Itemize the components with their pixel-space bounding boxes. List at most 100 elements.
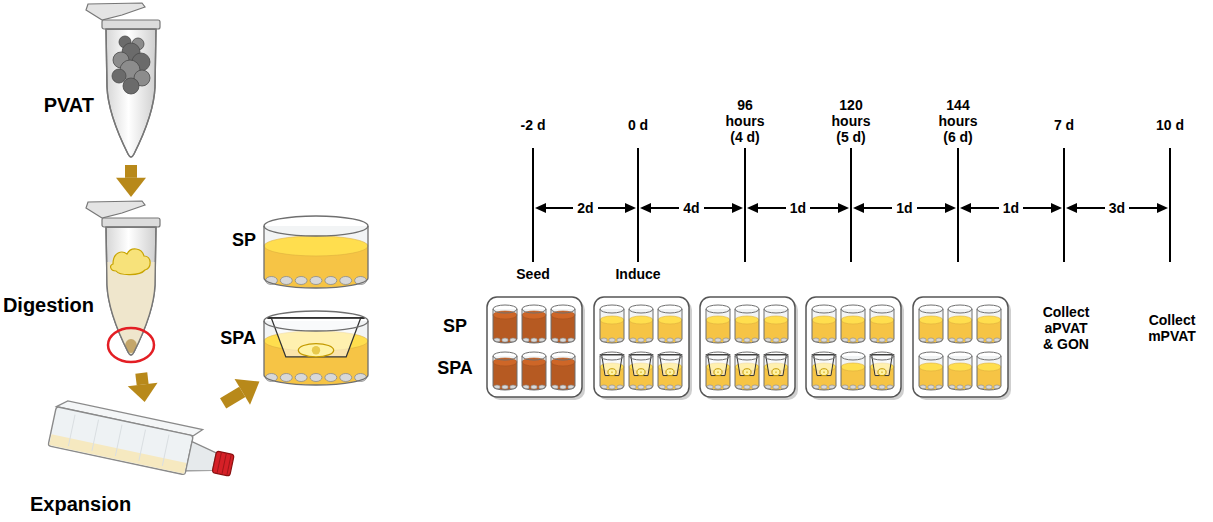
drawing-part xyxy=(600,352,624,360)
culture-well xyxy=(764,305,788,343)
fat-layer xyxy=(111,249,151,275)
arrow-head xyxy=(128,383,158,402)
drawing-part xyxy=(340,277,352,285)
drawing-part xyxy=(310,277,322,285)
culture-flask xyxy=(48,399,238,484)
drawing-part xyxy=(879,338,885,342)
drawing-part xyxy=(295,277,307,285)
time-tick xyxy=(532,148,534,262)
drawing-part xyxy=(986,385,992,389)
drawing-part xyxy=(735,367,759,390)
tube-outline xyxy=(106,29,156,157)
drawing-part xyxy=(706,316,730,324)
drawing-part xyxy=(551,356,575,390)
interval-label: 4d xyxy=(679,200,703,216)
drawing-part xyxy=(870,356,894,390)
drawing-part xyxy=(522,305,546,313)
drawing-part xyxy=(666,369,674,376)
drawing-part xyxy=(280,374,292,382)
drawing-part xyxy=(600,309,624,343)
culture-well xyxy=(948,305,972,343)
plate-frame xyxy=(700,297,795,397)
drawing-part xyxy=(264,236,368,256)
tube-rim xyxy=(102,218,160,227)
drawing-part xyxy=(658,352,682,360)
culture-well xyxy=(522,305,546,343)
microtube xyxy=(86,201,162,362)
drawing-part xyxy=(948,309,972,343)
drawing-part xyxy=(638,338,644,342)
drawing-part xyxy=(870,305,894,313)
drawing-part xyxy=(600,309,624,343)
drawing-part xyxy=(812,316,836,324)
drawing-part xyxy=(821,338,827,342)
drawing-part xyxy=(325,277,337,285)
tube-outline xyxy=(106,227,156,355)
process-arrow xyxy=(223,379,259,405)
culture-well xyxy=(658,352,683,390)
drawing-part xyxy=(629,309,653,343)
time-tick xyxy=(1169,148,1171,262)
microtube xyxy=(86,3,160,157)
drawing-part xyxy=(814,355,835,376)
drawing-part xyxy=(957,338,963,342)
drawing-part xyxy=(706,309,730,343)
drawing-part xyxy=(850,385,856,389)
annotation-label: Induce xyxy=(615,266,660,282)
drawing-part xyxy=(629,316,653,324)
node-drawing xyxy=(262,305,370,390)
process-arrow xyxy=(116,165,146,197)
arrow-head xyxy=(853,203,864,213)
drawing-part xyxy=(560,385,566,389)
drawing-part xyxy=(629,309,653,343)
time-label: 7 d xyxy=(1054,117,1074,133)
drawing-part xyxy=(493,356,517,390)
drawing-part xyxy=(820,369,828,376)
drawing-part xyxy=(870,352,894,360)
tube-lid xyxy=(86,201,145,218)
drawing-part xyxy=(841,363,865,371)
drawing-part xyxy=(600,305,624,313)
drawing-part xyxy=(715,385,721,389)
culture-dish xyxy=(264,216,368,288)
drawing-part xyxy=(295,374,307,382)
drawing-part xyxy=(948,309,972,343)
drawing-part xyxy=(743,369,751,376)
annotation-label: SP xyxy=(443,316,467,337)
tissue-piece xyxy=(112,69,126,83)
flask-cap xyxy=(212,451,234,476)
node-drawing xyxy=(100,200,162,370)
culture-dish xyxy=(264,311,368,385)
drawing-part xyxy=(493,309,517,343)
drawing-part xyxy=(629,305,653,313)
drawing-part xyxy=(977,356,1001,390)
time-label: 144 hours (6 d) xyxy=(933,97,983,145)
drawing-part xyxy=(522,309,546,343)
drawing-part xyxy=(522,309,546,343)
drawing-part xyxy=(872,355,893,376)
drawing-part xyxy=(821,385,827,389)
plate-frame xyxy=(913,297,1008,397)
well-plate xyxy=(913,297,1011,400)
culture-well xyxy=(629,352,654,390)
culture-well xyxy=(522,352,546,390)
well-plate xyxy=(594,297,692,400)
time-label: -2 d xyxy=(521,117,546,133)
drawing-part xyxy=(746,371,748,373)
highlight-circle xyxy=(108,328,154,362)
drawing-part xyxy=(773,338,779,342)
drawing-part xyxy=(706,309,730,343)
drawing-part xyxy=(493,356,517,390)
culture-well xyxy=(948,352,972,390)
cap-ridge xyxy=(217,453,221,473)
drawing-part xyxy=(841,356,865,390)
node-drawing xyxy=(40,405,260,490)
drawing-part xyxy=(766,355,787,376)
drawing-part xyxy=(764,309,788,343)
drawing-part xyxy=(714,369,722,376)
drawing-part xyxy=(841,316,865,324)
drawing-part xyxy=(764,309,788,343)
drawing-part xyxy=(948,363,972,371)
interval-label: 3d xyxy=(1105,200,1129,216)
time-label: 96 hours (4 d) xyxy=(720,97,770,145)
